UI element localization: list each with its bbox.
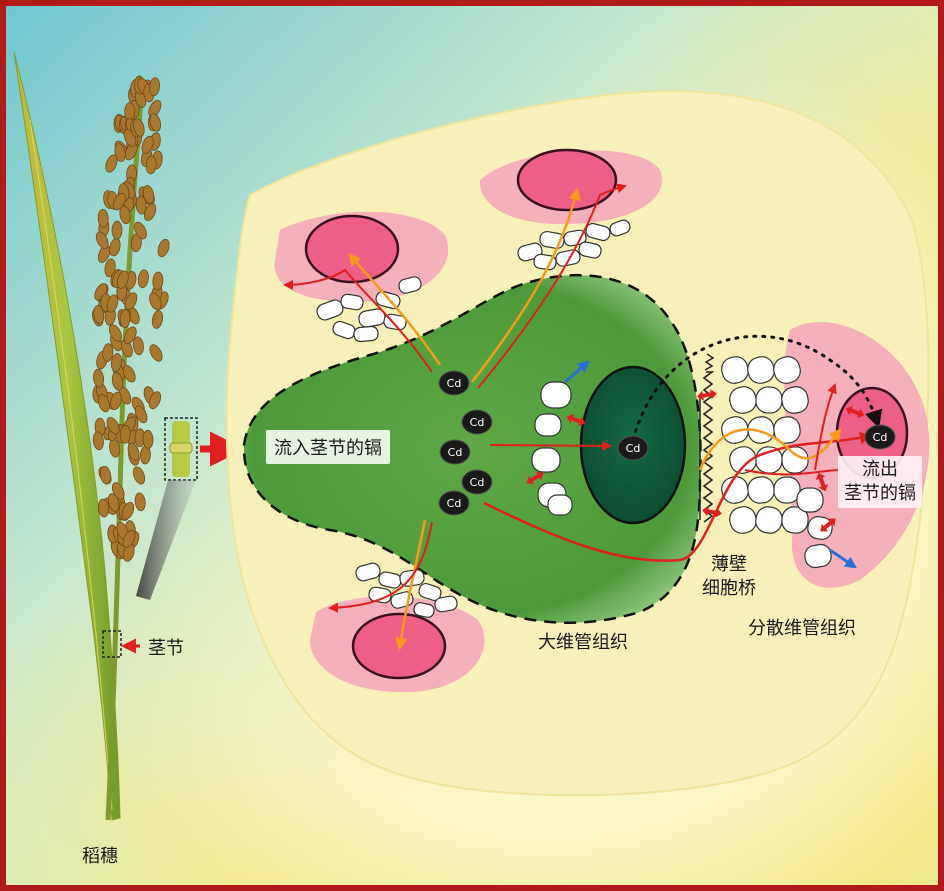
parenchyma-cell (353, 326, 378, 342)
cd-ion: Cd (462, 470, 492, 494)
cd-ion-label: Cd (873, 431, 888, 444)
cd-ion-label: Cd (447, 377, 462, 390)
phloem-top-center (518, 150, 616, 210)
parenchyma-line1: 薄壁 (702, 553, 756, 577)
phloem-bottom (353, 614, 445, 678)
inflow-cd-label: 流入茎节的镉 (266, 430, 390, 464)
large-vascular-label: 大维管组织 (538, 628, 628, 654)
node-ring (170, 443, 192, 453)
rice-grain (112, 221, 122, 239)
cd-ion-label: Cd (470, 476, 485, 489)
cd-ion-label: Cd (626, 442, 641, 455)
cd-ion: Cd (462, 410, 492, 434)
cd-ion-label: Cd (447, 497, 462, 510)
phloem-top-left (306, 216, 398, 282)
parenchyma-cell (797, 488, 823, 512)
parenchyma-cell (535, 414, 561, 436)
diffuse-vascular-label: 分散维管组织 (748, 614, 856, 640)
cd-ion: Cd (439, 491, 469, 515)
parenchyma-cell (756, 387, 783, 414)
parenchyma-cell (774, 477, 800, 503)
rice-panicle-label: 稻穗 (82, 842, 118, 868)
cd-ion: Cd (439, 371, 469, 395)
parenchyma-cell (541, 382, 571, 408)
cd-ion: Cd (618, 436, 648, 460)
cd-ion-label: Cd (448, 446, 463, 459)
stem-node-label: 茎节 (148, 634, 184, 660)
parenchyma-cell (548, 495, 572, 515)
rice-grain (125, 103, 135, 121)
cd-ion: Cd (865, 425, 895, 449)
outflow-line1: 流出 (844, 458, 916, 482)
parenchyma-cell (781, 446, 808, 473)
parenchyma-line2: 细胞桥 (702, 577, 756, 601)
rice-grain (120, 425, 131, 443)
cd-ion-label: Cd (470, 416, 485, 429)
parenchyma-cell (532, 448, 560, 472)
flow-to-xylem (490, 445, 610, 446)
outflow-cd-label: 流出 茎节的镉 (838, 456, 922, 508)
parenchyma-bridge-label: 薄壁 细胞桥 (702, 553, 756, 601)
cd-ion: Cd (440, 440, 470, 464)
outflow-line2: 茎节的镉 (844, 482, 916, 506)
